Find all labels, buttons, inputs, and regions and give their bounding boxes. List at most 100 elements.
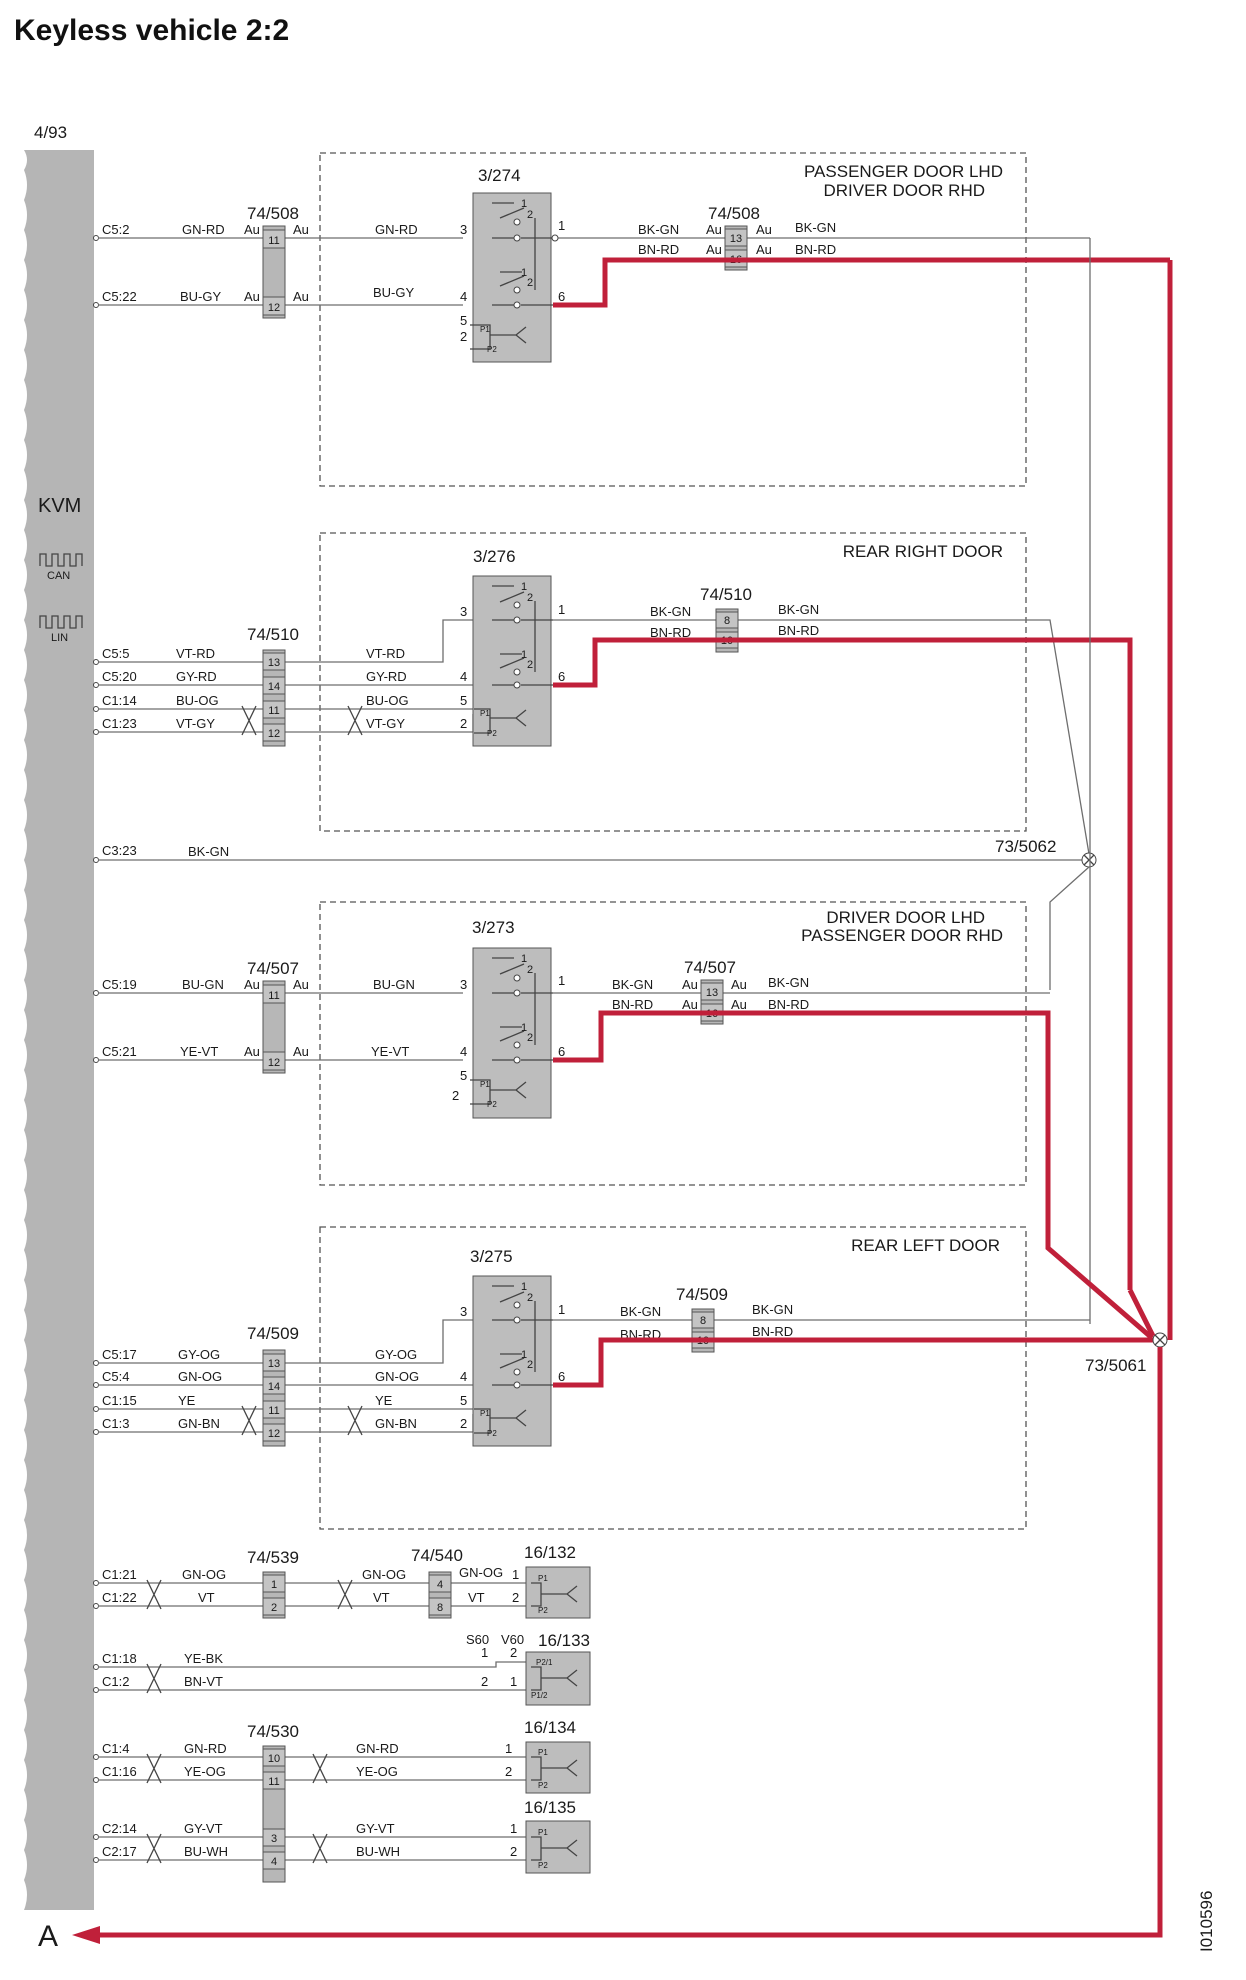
kvm-pin-node: [93, 1857, 99, 1863]
page-title: Keyless vehicle 2:2: [14, 14, 290, 47]
module-pin: 1: [512, 1567, 519, 1582]
module-pin-node: [551, 234, 559, 242]
switch-pin: 2: [527, 1359, 533, 1371]
arrow-label: A: [38, 1920, 58, 1953]
switch-node: [513, 668, 521, 676]
wire: [553, 619, 1091, 861]
switch-node: [513, 1056, 521, 1064]
module-pin: 5: [460, 1068, 467, 1083]
door1-boundary: [319, 152, 1027, 487]
antenna-16-133-section: C1:18 C1:2 YE-BK BN-VT S60 V60 1 2 2 1 1…: [93, 1631, 591, 1706]
antenna-16-135-section: C2:14 C2:17 GY-VT BU-WH 3 4 GY-VT BU-WH …: [93, 1798, 591, 1874]
kvm-pin-node: [93, 1834, 99, 1840]
module-pin: 1: [558, 218, 565, 233]
connector-pin-label: 1: [271, 1579, 277, 1591]
kvm-pin: C5:21: [102, 1044, 137, 1059]
door3-section: DRIVER DOOR LHD PASSENGER DOOR RHD C5:19…: [93, 901, 1154, 1340]
splice-cross-icon: [1154, 1334, 1166, 1346]
variant-pin: 1: [481, 1645, 488, 1660]
wire-color: BK-GN: [620, 1304, 661, 1319]
ground-wire-section: C3:23 BK-GN 73/5062: [93, 238, 1097, 1324]
module-pin: 3: [460, 604, 467, 619]
wire-color: BK-GN: [638, 222, 679, 237]
twisted-pair-icon: [146, 1833, 162, 1864]
module-pin: 1: [510, 1821, 517, 1836]
connector-pin: [262, 676, 286, 695]
door3-label2: PASSENGER DOOR RHD: [801, 926, 1003, 945]
au-label: Au: [756, 222, 772, 237]
twisted-pair-icon: [146, 1579, 162, 1610]
wire-color: BU-WH: [356, 1844, 400, 1859]
p2-label: P2: [538, 1861, 548, 1870]
kvm-label: KVM: [38, 495, 81, 517]
connector-pin-label: 13: [706, 987, 718, 999]
wire-color: VT-GY: [366, 716, 405, 731]
kvm-pin: C5:5: [102, 646, 129, 661]
wire-color: BU-GY: [180, 289, 222, 304]
door2-boundary: [319, 532, 1027, 832]
twisted-pair-icon: [312, 1753, 328, 1784]
antenna-coil-icon: [470, 324, 527, 350]
connector-pin: [715, 611, 739, 629]
door1-section: PASSENGER DOOR LHD DRIVER DOOR RHD C5:2 …: [93, 152, 1170, 487]
twisted-pair-icon: [337, 1579, 353, 1610]
connector-pin-label: 4: [271, 1856, 277, 1868]
wire-color: BN-RD: [612, 997, 653, 1012]
connector-pin-label: 13: [730, 233, 742, 245]
kvm-pin-node: [93, 1754, 99, 1760]
switch-contact-icon: [492, 1285, 525, 1386]
connector-label: 74/510: [247, 625, 299, 644]
wire: [98, 1661, 526, 1668]
au-label: Au: [731, 997, 747, 1012]
antenna-coil-icon: [474, 708, 527, 734]
connector-pin: [262, 1376, 286, 1395]
splice-cross-icon: [1083, 854, 1095, 866]
connector-74-509-left: [262, 1349, 286, 1447]
wire-color: BN-VT: [184, 1674, 223, 1689]
connector-pin-label: 13: [268, 1358, 280, 1370]
kvm-pin-node: [93, 302, 99, 308]
au-label: Au: [244, 1044, 260, 1059]
module-pin: 2: [460, 1416, 467, 1431]
module-3-276: [472, 575, 552, 747]
antenna-coil-icon: [474, 1408, 527, 1434]
p-label: P2/1: [536, 1658, 553, 1667]
kvm-pin: C1:14: [102, 693, 137, 708]
connector-pin: [700, 982, 724, 1001]
connector-pin-label: 14: [268, 681, 280, 693]
twisted-pair-icon: [312, 1833, 328, 1864]
connector-74-508-left: [262, 225, 286, 319]
switch-pin: 1: [521, 1281, 527, 1293]
switch-pin: 1: [521, 581, 527, 593]
wire-color: GN-OG: [375, 1369, 419, 1384]
connector-pin-label: 4: [437, 1579, 443, 1591]
switch-node: [513, 1381, 521, 1389]
door3-boundary: [319, 901, 1027, 1186]
connector-pin: [262, 700, 286, 719]
kvm-pin: C5:19: [102, 977, 137, 992]
antenna-16-134-section: C1:4 C1:16 GN-RD YE-OG 74/530 10 11 GN-R…: [93, 1718, 591, 1883]
p-label: P1/2: [531, 1691, 548, 1700]
switch-contact-icon: [492, 202, 525, 306]
connector-pin-label: 11: [268, 990, 279, 1002]
module-label: 3/273: [472, 918, 515, 937]
module-3-275: [472, 1275, 552, 1447]
kvm-pin-node: [93, 1580, 99, 1586]
wire-color: YE: [375, 1393, 393, 1408]
connector-pin: [262, 984, 286, 1004]
switch-node: [513, 1041, 521, 1049]
kvm-pin-node: [93, 235, 99, 241]
connector-74-510-left: [262, 649, 286, 747]
au-label: Au: [244, 222, 260, 237]
connector-pin-label: 12: [268, 1428, 280, 1440]
kvm-pin-node: [93, 990, 99, 996]
kvm-pin-node: [93, 682, 99, 688]
wire-color: VT-RD: [366, 646, 405, 661]
connector-label: 74/539: [247, 1548, 299, 1567]
wire-color: YE-BK: [184, 1651, 223, 1666]
module-pin: 1: [505, 1741, 512, 1756]
antenna-coil-icon: [531, 1582, 578, 1607]
wire-color: VT: [373, 1590, 390, 1605]
door4-section: REAR LEFT DOOR C5:17 C5:4 C1:15 C1:3 GY-…: [93, 260, 1173, 1530]
connector-pin: [262, 723, 286, 742]
